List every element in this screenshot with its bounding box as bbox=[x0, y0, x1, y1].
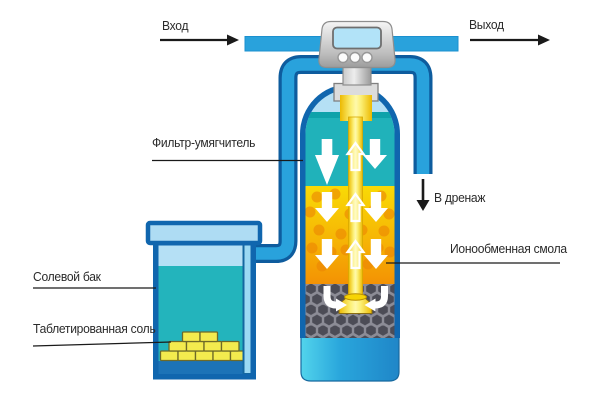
valve-neck bbox=[342, 66, 372, 86]
control-valve bbox=[318, 20, 396, 86]
brine-tank-label: Солевой бак bbox=[33, 269, 101, 284]
controller-buttons bbox=[337, 51, 373, 64]
tableted-salt-label: Таблетированная соль bbox=[33, 321, 156, 336]
curved-flow-arrows bbox=[323, 286, 388, 312]
flow-up-arrows bbox=[345, 141, 366, 270]
brine-tank-rim bbox=[145, 220, 263, 246]
salt-leader-line bbox=[32, 341, 172, 347]
brine-tank bbox=[145, 220, 263, 380]
softener-filter-label: Фильтр-умягчитель bbox=[152, 135, 256, 150]
salt-tablets bbox=[159, 331, 249, 362]
controller-screen bbox=[332, 26, 382, 50]
flow-down-arrows bbox=[315, 139, 388, 269]
tank-base bbox=[300, 334, 400, 382]
to-drain-label: В дренаж bbox=[434, 190, 486, 205]
drain-arrow bbox=[416, 179, 430, 211]
annotations bbox=[32, 34, 560, 347]
inlet-label: Вход bbox=[162, 18, 189, 33]
distributor-funnel bbox=[338, 296, 373, 314]
softener-tank bbox=[300, 82, 400, 382]
drain-brine-pipe bbox=[253, 55, 433, 263]
inlet-arrow bbox=[160, 34, 239, 46]
outlet-label: Выход bbox=[469, 17, 504, 32]
outlet-arrow bbox=[470, 34, 550, 46]
ion-exchange-resin-label: Ионообменная смола bbox=[450, 241, 567, 256]
